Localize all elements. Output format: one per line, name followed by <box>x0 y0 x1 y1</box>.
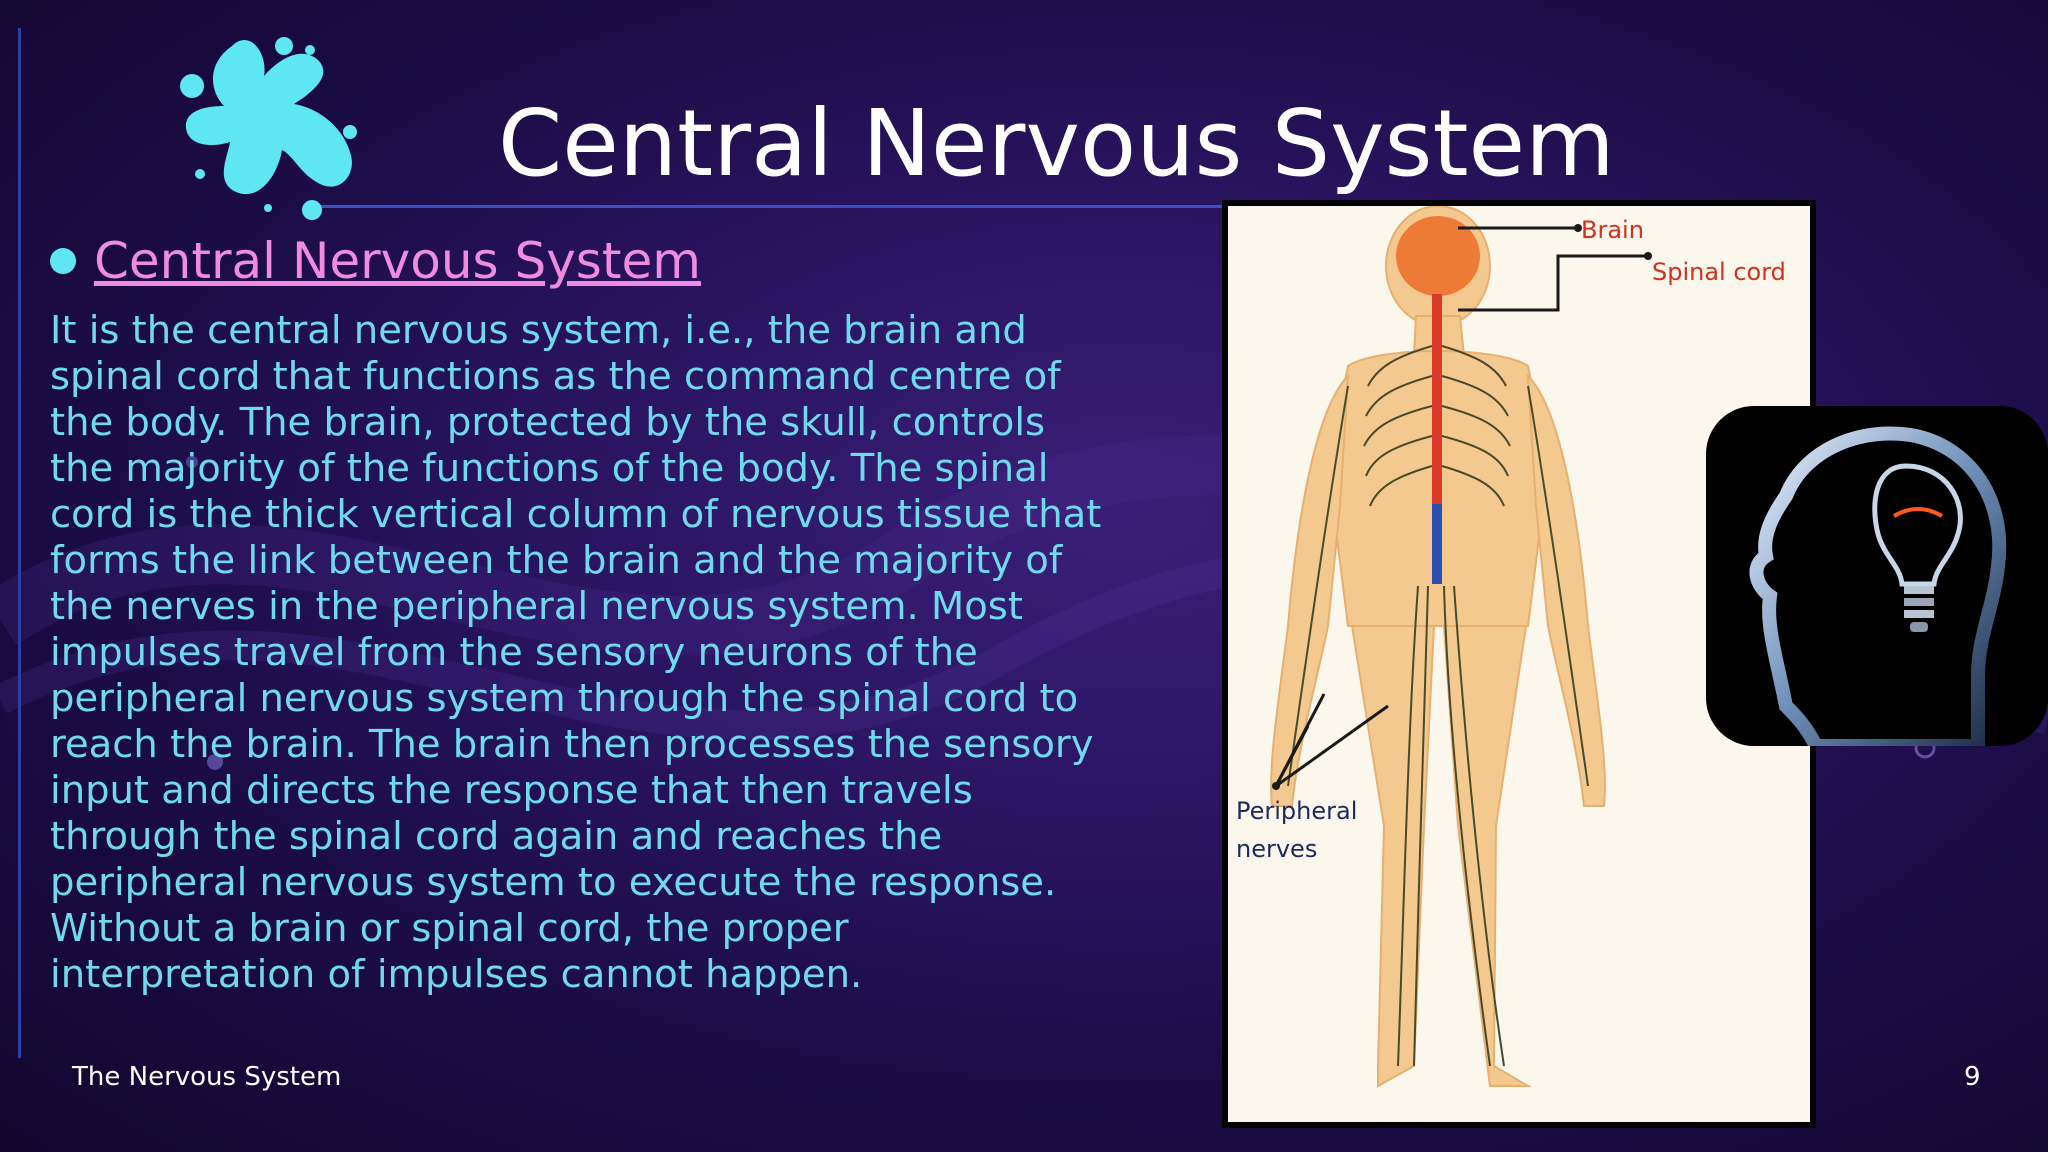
bullet-item: Central Nervous System <box>50 232 701 290</box>
bullet-dot-icon <box>50 248 76 274</box>
left-accent-line <box>18 28 21 1058</box>
human-nervous-system-diagram <box>1270 206 1652 1088</box>
title-underline <box>318 205 1228 208</box>
nervous-system-diagram: Brain Spinal cord Peripheral nerves <box>1222 200 1816 1128</box>
label-spinal-cord: Spinal cord <box>1652 258 1786 286</box>
label-peripheral-line2: nerves <box>1236 835 1318 863</box>
body-paragraph: It is the central nervous system, i.e., … <box>50 308 1102 997</box>
slide-title: Central Nervous System <box>498 90 1615 197</box>
head-lightbulb-icon <box>1749 426 2007 746</box>
splash-icon <box>180 37 357 220</box>
label-peripheral-line1: Peripheral <box>1236 797 1358 825</box>
head-lightbulb-image <box>1706 406 2048 746</box>
page-number: 9 <box>1964 1062 1981 1092</box>
bullet-heading-link[interactable]: Central Nervous System <box>94 232 701 290</box>
footer-presentation-title: The Nervous System <box>72 1062 342 1092</box>
label-peripheral-nerves: Peripheral nerves <box>1236 792 1357 868</box>
label-brain: Brain <box>1581 216 1644 244</box>
